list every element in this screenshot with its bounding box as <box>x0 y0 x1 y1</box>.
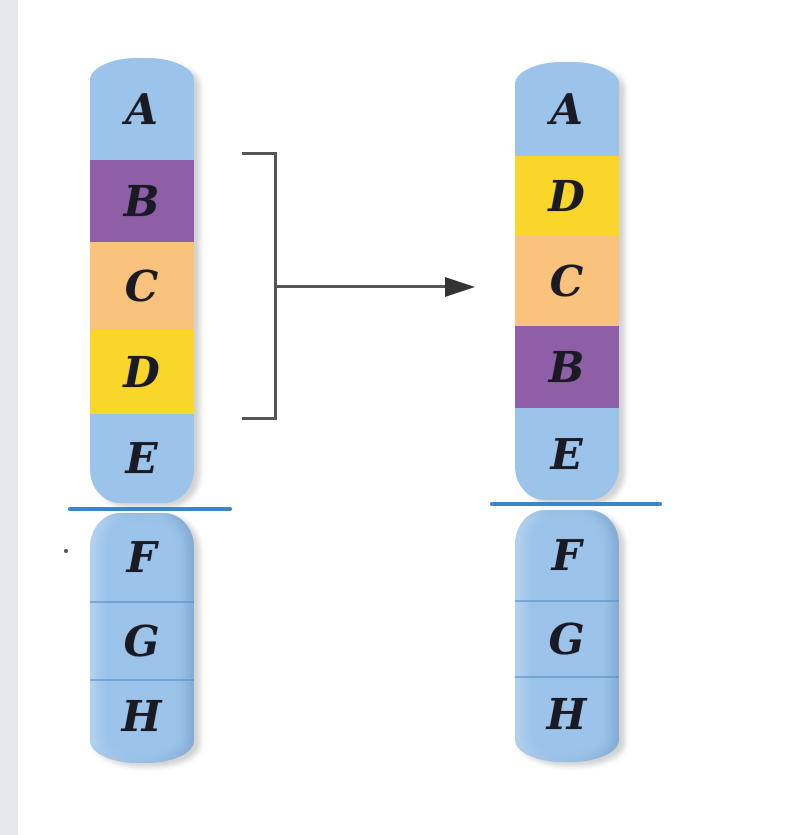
band-f: F <box>126 532 158 582</box>
band-a: A <box>515 62 619 156</box>
band-a: A <box>90 58 194 160</box>
band-divider <box>90 679 194 681</box>
band-e: E <box>515 408 619 500</box>
band-divider <box>515 600 619 602</box>
band-f: F <box>551 530 583 580</box>
inverted-centromere-line <box>490 502 662 506</box>
band-b: B <box>90 160 194 242</box>
band-divider <box>90 601 194 603</box>
band-d: D <box>515 156 619 236</box>
band-c: C <box>515 236 619 326</box>
band-g: G <box>548 614 586 664</box>
original-centromere-line <box>68 507 232 511</box>
band-h: H <box>546 689 588 739</box>
inverted-lower-arm: F G H <box>515 510 619 762</box>
arrow-head <box>445 277 475 297</box>
stray-dot <box>64 549 68 553</box>
band-g: G <box>123 616 161 666</box>
inversion-bracket <box>242 152 277 420</box>
original-lower-arm: F G H <box>90 513 194 763</box>
band-h: H <box>121 691 163 741</box>
arrow-shaft <box>277 285 447 288</box>
band-e: E <box>90 414 194 503</box>
band-d: D <box>90 330 194 414</box>
inverted-upper-arm: A D C B E <box>515 62 619 500</box>
original-upper-arm: A B C D E <box>90 58 194 503</box>
band-c: C <box>90 242 194 330</box>
band-divider <box>515 676 619 678</box>
left-margin-strip <box>0 0 18 835</box>
band-b: B <box>515 326 619 408</box>
